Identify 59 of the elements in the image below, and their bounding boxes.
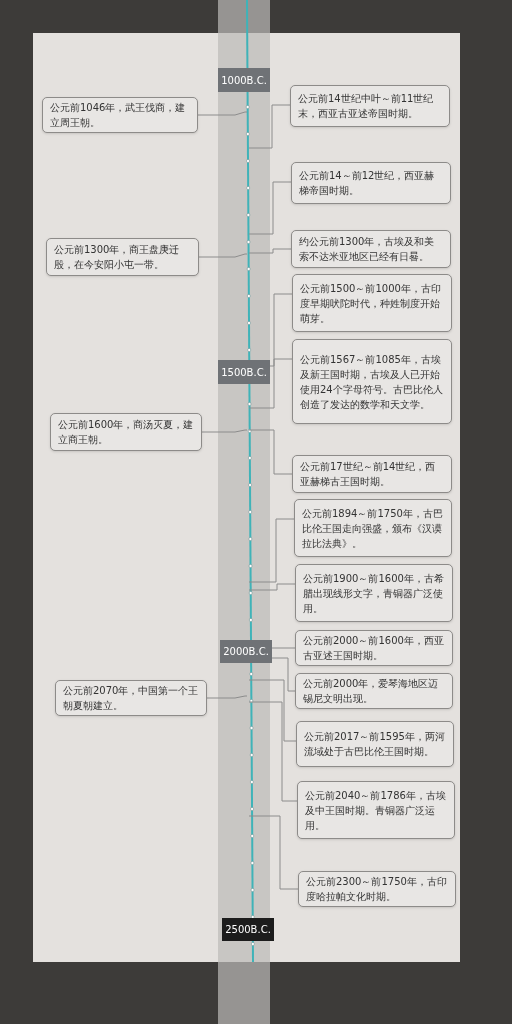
- year-label: 1500B.C.: [221, 365, 267, 380]
- year-marker: [220, 640, 272, 663]
- event-box: [295, 564, 453, 622]
- event-box: [295, 630, 453, 666]
- connector-line: [248, 701, 298, 802]
- year-label: 2500B.C.: [225, 923, 271, 937]
- year-label: 1000B.C.: [221, 73, 267, 88]
- event-text: 公元前14～前12世纪，西亚赫梯帝国时期。: [299, 169, 436, 198]
- connector-line: [271, 647, 296, 649]
- year-label: 2000B.C.: [223, 645, 269, 659]
- event-text: 公元前1600年，商汤灭夏，建立商王朝。: [58, 418, 194, 447]
- connector-line: [248, 679, 297, 742]
- event-text: 公元前1500～前1000年，古印度早期吠陀时代，种姓制度开始萌芽。: [300, 281, 442, 326]
- connector-line: [248, 815, 299, 890]
- event-box: [295, 673, 453, 709]
- event-box: [290, 85, 450, 127]
- event-box: [50, 413, 202, 451]
- event-text: 公元前2040～前1786年，古埃及中王国时期。青铜器广泛运用。: [305, 788, 447, 833]
- event-box: [46, 238, 199, 276]
- event-box: [294, 499, 452, 557]
- event-text: 公元前2300～前1750年，古印度哈拉帕文化时期。: [306, 875, 448, 904]
- connector-line: [269, 293, 293, 367]
- event-box: [55, 680, 207, 716]
- connector-line: [248, 104, 291, 149]
- event-text: 公元前1046年，武王伐商，建立周王朝。: [50, 101, 187, 130]
- event-box: [292, 455, 452, 493]
- event-text: 公元前1900～前1600年，古希腊出现线形文字，青铜器广泛使用。: [303, 571, 445, 616]
- event-text: 公元前2000年，爱琴海地区迈锡尼文明出现。: [303, 677, 440, 706]
- connector-line: [248, 358, 293, 409]
- event-box: [292, 339, 452, 424]
- event-box: [298, 871, 456, 907]
- event-text: 公元前1567～前1085年，古埃及新王国时期，古埃及人已开始使用24个字母符号。古巴比伦人创造了发达的数学和天文学。: [300, 352, 444, 412]
- year-marker: [218, 68, 270, 92]
- event-text: 公元前1894～前1750年，古巴比伦王国走向强盛，颁布《汉谟拉比法典》。: [302, 506, 444, 551]
- event-box: [291, 230, 451, 268]
- event-text: 公元前1300年，商王盘庚迁殷，在今安阳小屯一带。: [54, 243, 181, 272]
- connector-line: [271, 657, 296, 692]
- connector-line: [201, 429, 248, 433]
- event-text: 公元前2070年，中国第一个王朝夏朝建立。: [63, 684, 199, 713]
- event-text: 公元前2000～前1600年，西亚古亚述王国时期。: [303, 634, 445, 663]
- connector-line: [248, 518, 295, 583]
- connector-line: [248, 429, 293, 475]
- year-marker: [218, 360, 270, 384]
- year-marker: [222, 918, 274, 941]
- connector-line: [248, 248, 292, 254]
- connector-line: [198, 253, 248, 258]
- event-text: 公元前2017～前1595年，两河流域处于古巴比伦王国时期。: [304, 730, 446, 759]
- connector-line: [248, 181, 292, 235]
- connector-line: [248, 583, 296, 591]
- connector-line: [197, 111, 248, 116]
- event-box: [292, 274, 452, 332]
- connector-line: [206, 695, 248, 699]
- event-text: 约公元前1300年，古埃及和美索不达米亚地区已经有日晷。: [299, 235, 436, 264]
- event-box: [291, 162, 451, 204]
- event-text: 公元前17世纪～前14世纪，西亚赫梯古王国时期。: [300, 460, 437, 489]
- event-box: [42, 97, 198, 133]
- event-text: 公元前14世纪中叶～前11世纪末，西亚古亚述帝国时期。: [298, 92, 435, 121]
- event-box: [296, 721, 454, 767]
- event-box: [297, 781, 455, 839]
